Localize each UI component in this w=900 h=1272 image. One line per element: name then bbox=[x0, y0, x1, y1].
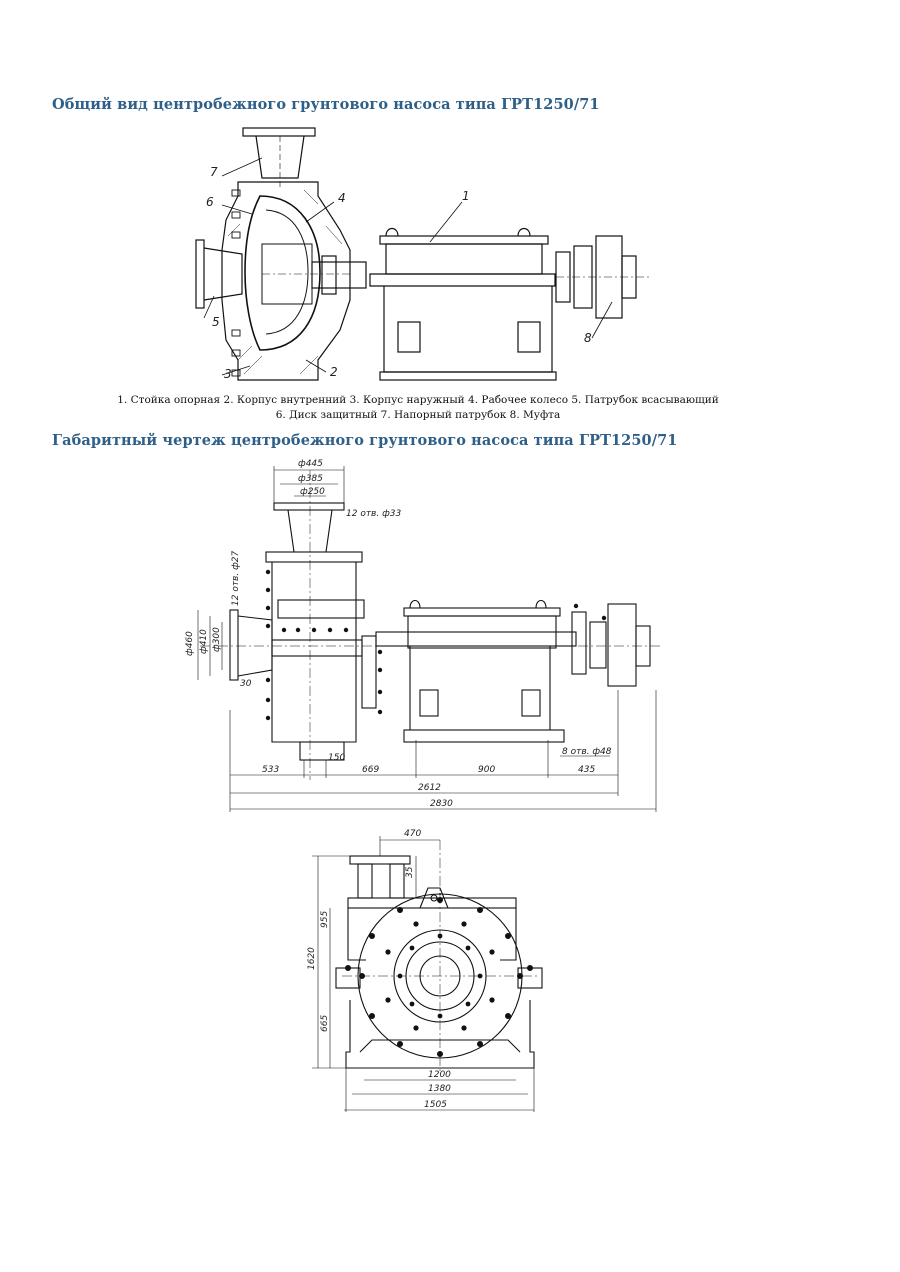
parts-legend: 1. Стойка опорная 2. Корпус внутренний 3… bbox=[0, 393, 836, 423]
callout-8: 8 bbox=[584, 331, 592, 345]
parts-legend-line-2: 6. Диск защитный 7. Напорный патрубок 8.… bbox=[275, 409, 561, 421]
dim-d250: ф250 bbox=[300, 487, 325, 497]
dim-holes-12-33: 12 отв. ф33 bbox=[346, 509, 402, 519]
dim-2830: 2830 bbox=[430, 799, 453, 809]
dim-d300: ф300 bbox=[212, 627, 222, 652]
callout-6: 6 bbox=[206, 195, 214, 209]
dim-d445: ф445 bbox=[298, 459, 323, 469]
callout-5: 5 bbox=[212, 315, 220, 329]
callout-4: 4 bbox=[338, 191, 346, 205]
dim-30: 30 bbox=[240, 679, 252, 689]
dim-533: 533 bbox=[262, 765, 279, 775]
dim-669: 669 bbox=[362, 765, 379, 775]
dim-d385: ф385 bbox=[298, 474, 323, 484]
callout-3: 3 bbox=[224, 367, 232, 381]
dim-150: 150 bbox=[328, 753, 345, 763]
dim-435: 435 bbox=[578, 765, 595, 775]
general-view-drawing: 7 6 4 1 5 3 2 8 bbox=[195, 127, 650, 381]
heading-dimension-drawing: Габаритный чертеж центробежного грунтово… bbox=[52, 432, 678, 449]
dim-holes-8-48: 8 отв. ф48 bbox=[562, 747, 612, 757]
dim-d410: ф410 bbox=[199, 629, 209, 654]
dim-d460: ф460 bbox=[185, 631, 195, 656]
heading-general-view: Общий вид центробежного грунтового насос… bbox=[52, 96, 600, 113]
dim-900: 900 bbox=[478, 765, 495, 775]
parts-legend-line-1: 1. Стойка опорная 2. Корпус внутренний 3… bbox=[117, 394, 719, 406]
dim-2612: 2612 bbox=[418, 783, 441, 793]
callout-1: 1 bbox=[462, 189, 470, 203]
dim-holes-12-27: 12 отв. ф27 bbox=[231, 550, 241, 606]
callout-7: 7 bbox=[210, 165, 218, 179]
callout-2: 2 bbox=[330, 365, 338, 379]
